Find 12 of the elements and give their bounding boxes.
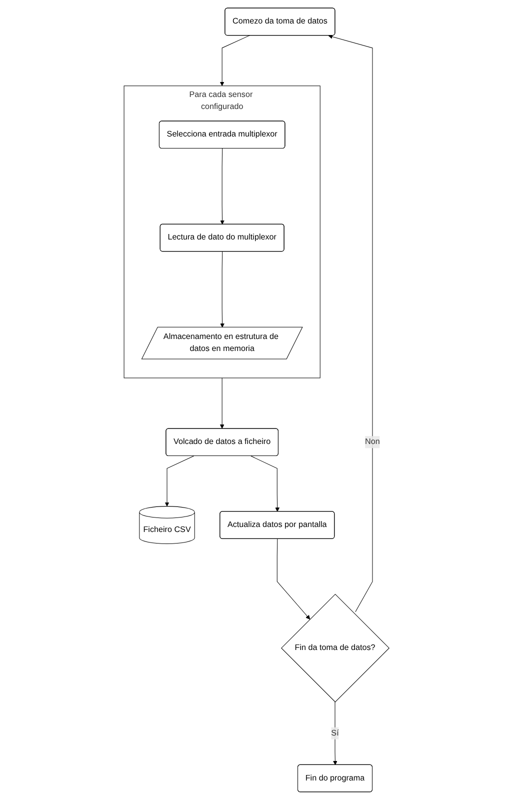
node-diamond: Fin da toma de datos? [280,594,390,702]
arrow [220,148,224,225]
arrow [220,251,224,328]
arrow [332,702,338,766]
arrow [220,35,250,86]
edge-label: Non [364,438,380,446]
arrow [220,378,224,429]
arrow [328,34,373,612]
arrow [276,538,310,620]
arrow [164,456,194,507]
edge-label: Sí [331,728,339,738]
arrow [250,456,280,512]
